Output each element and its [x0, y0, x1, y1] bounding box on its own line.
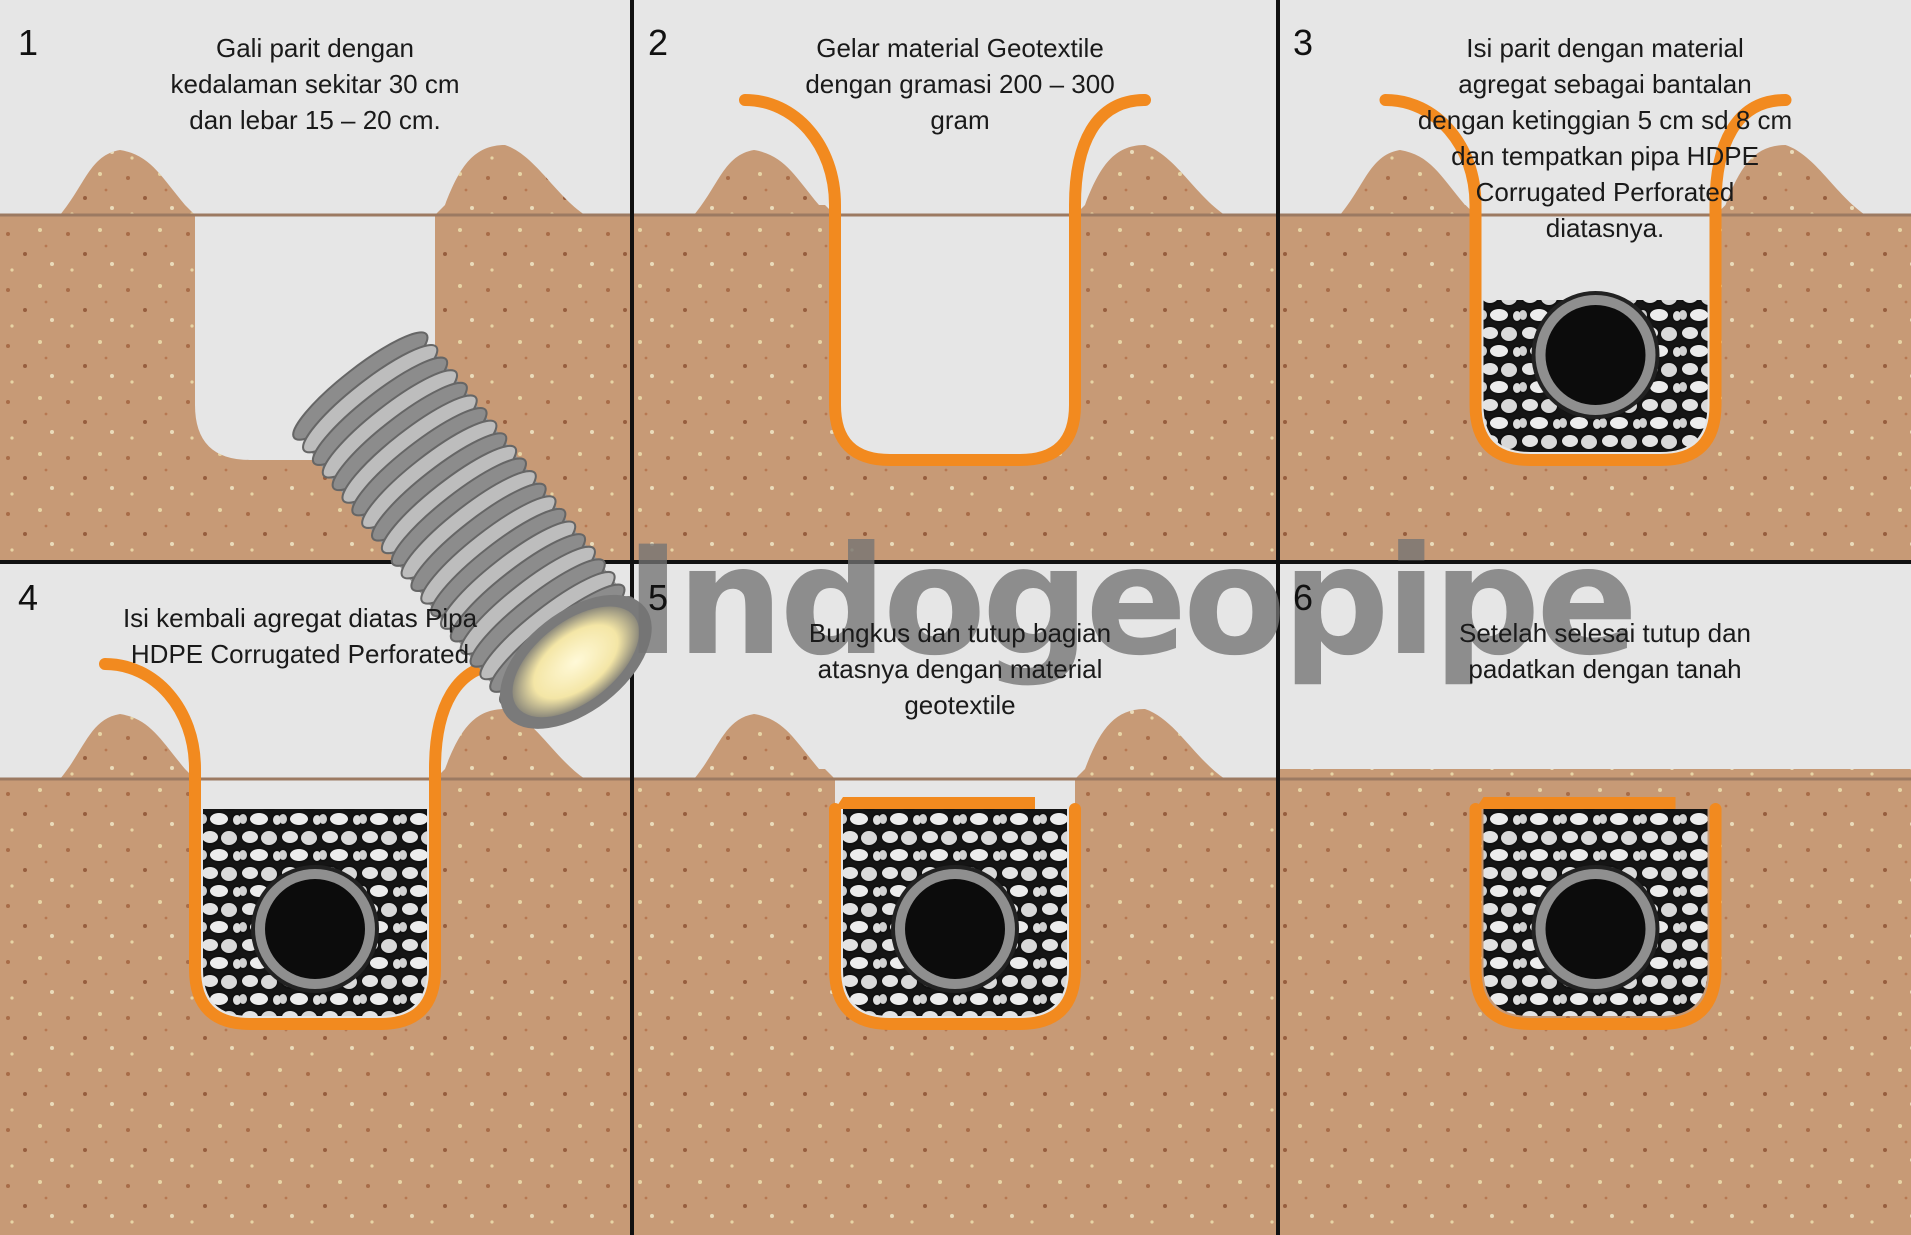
step-4-number: 4 [18, 577, 38, 619]
geotextile-top-cover [1476, 797, 1676, 809]
hdpe-pipe-bore [1546, 879, 1646, 979]
step-2-caption: Gelar material Geotextile dengan gramasi… [750, 30, 1170, 138]
step-5-number: 5 [648, 577, 668, 619]
hdpe-pipe-bore [1546, 305, 1646, 405]
step-6-caption: Setelah selesai tutup dan padatkan denga… [1395, 615, 1815, 687]
hdpe-pipe-bore [265, 879, 365, 979]
step-3-number: 3 [1293, 22, 1313, 64]
step-2-number: 2 [648, 22, 668, 64]
step-1-number: 1 [18, 22, 38, 64]
geotextile-top-cover [835, 797, 1035, 809]
step-5-caption: Bungkus dan tutup bagian atasnya dengan … [750, 615, 1170, 723]
step-6-number: 6 [1293, 577, 1313, 619]
step-3-caption: Isi parit dengan material agregat sebaga… [1395, 30, 1815, 246]
hdpe-pipe-bore [905, 879, 1005, 979]
step-1-caption: Gali parit dengan kedalaman sekitar 30 c… [110, 30, 520, 138]
step-4-caption: Isi kembali agregat diatas Pipa HDPE Cor… [90, 600, 510, 672]
